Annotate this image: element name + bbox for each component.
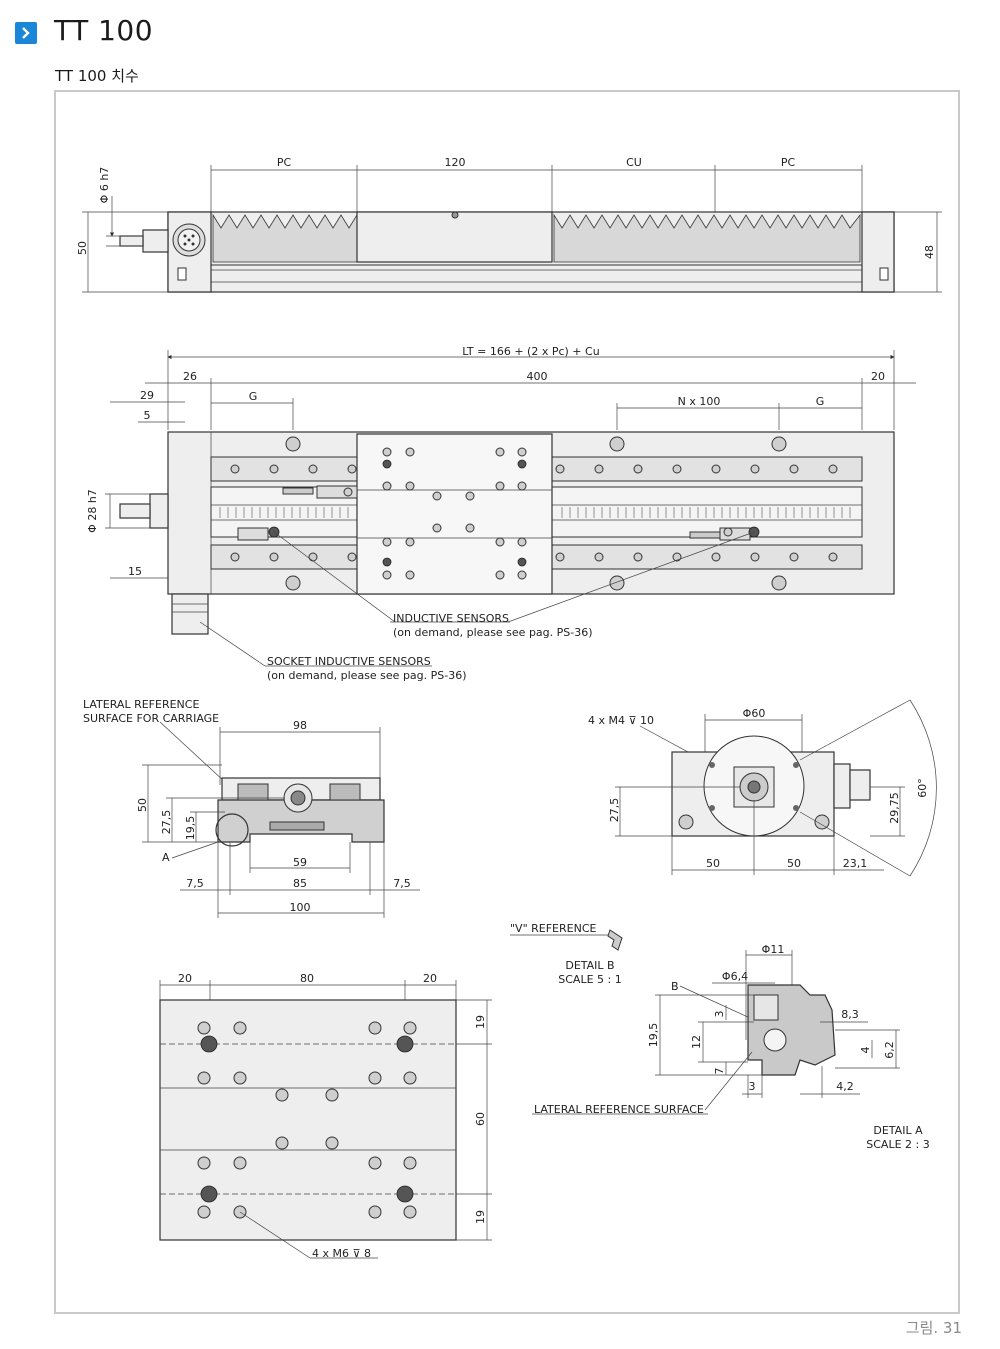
dim-5: 5 <box>144 409 151 422</box>
v-reference-label: "V" REFERENCE <box>510 922 597 935</box>
dim-27-5: 27,5 <box>160 810 173 835</box>
detail-b-scale: SCALE 5 : 1 <box>558 973 621 986</box>
dim-7-5-right: 7,5 <box>393 877 411 890</box>
end-view: 4 x M4 ⊽ 10 Φ60 27,5 29,75 60° 50 50 <box>588 699 937 877</box>
dim-shaft: Φ 6 h7 <box>98 167 111 204</box>
figure-caption: 그림. 31 <box>905 1319 962 1337</box>
dim-29-75: 29,75 <box>888 792 901 824</box>
detail-b: "V" REFERENCE DETAIL B SCALE 5 : 1 <box>510 922 623 986</box>
detail-a-scale: SCALE 2 : 3 <box>866 1138 929 1151</box>
sensors-label-1: INDUCTIVE SENSORS <box>393 612 509 625</box>
carriage-view: 20 80 20 19 60 19 4 x M6 ⊽ 8 <box>159 972 492 1260</box>
dim-20-left: 20 <box>178 972 192 985</box>
dim-29: 29 <box>140 389 154 402</box>
dim-pc-left: PC <box>277 156 292 169</box>
dim-60-carriage: 60 <box>474 1112 487 1126</box>
dim-26: 26 <box>183 370 197 383</box>
dim-27-5-end: 27,5 <box>608 798 621 823</box>
section-view: LATERAL REFERENCE SURFACE FOR CARRIAGE 9… <box>83 698 420 918</box>
socket-label-1: SOCKET INDUCTIVE SENSORS <box>267 655 431 668</box>
detail-b-title: DETAIL B <box>565 959 614 972</box>
dim-m6: 4 x M6 ⊽ 8 <box>312 1247 371 1260</box>
dim-50-a: 50 <box>706 857 720 870</box>
drawing-frame <box>54 90 960 1314</box>
dim-19-5: 19,5 <box>184 816 197 841</box>
socket-label-2: (on demand, please see pag. PS-36) <box>267 669 467 682</box>
lateral-ref-surface-label: LATERAL REFERENCE SURFACE <box>534 1103 704 1116</box>
dim-11: Φ11 <box>762 943 785 956</box>
dim-3: 3 <box>713 1011 726 1018</box>
dim-50-b: 50 <box>787 857 801 870</box>
dim-23-1: 23,1 <box>843 857 868 870</box>
dim-400: 400 <box>527 370 548 383</box>
dim-50: 50 <box>136 798 149 812</box>
dim-60-dia: Φ60 <box>743 707 766 720</box>
dim-total-length: LT = 166 + (2 x Pc) + Cu <box>462 345 599 358</box>
label-a: A <box>162 851 170 864</box>
dim-19-5-detail: 19,5 <box>647 1023 660 1048</box>
dim-15: 15 <box>128 565 142 578</box>
dim-20-right: 20 <box>423 972 437 985</box>
dim-100: 100 <box>290 901 311 914</box>
dim-7: 7 <box>713 1068 726 1075</box>
dim-6-2: 6,2 <box>883 1041 896 1059</box>
dim-m4: 4 x M4 ⊽ 10 <box>588 714 654 727</box>
detail-a: B Φ11 Φ6,4 19,5 3 12 7 3 8,3 4 6,2 <box>532 943 930 1151</box>
dim-12: 12 <box>690 1035 703 1049</box>
dim-g-right: G <box>816 395 825 408</box>
chevron-right-icon <box>15 22 37 44</box>
dim-19-bottom: 19 <box>474 1210 487 1224</box>
dim-4-2: 4,2 <box>836 1080 854 1093</box>
dim-height-right: 48 <box>923 245 936 259</box>
page-title: TT 100 <box>54 14 154 47</box>
dim-98: 98 <box>293 719 307 732</box>
dim-80: 80 <box>300 972 314 985</box>
dim-pc-right: PC <box>781 156 796 169</box>
dim-8-3: 8,3 <box>841 1008 859 1021</box>
dim-n-x-100: N x 100 <box>678 395 721 408</box>
dim-7-5-left: 7,5 <box>186 877 204 890</box>
section-subtitle: TT 100 치수 <box>55 67 139 85</box>
dim-height-left: 50 <box>76 241 89 255</box>
dim-28h7: Φ 28 h7 <box>86 489 99 533</box>
dim-cu: CU <box>626 156 642 169</box>
dim-g-left: G <box>249 390 258 403</box>
dim-120: 120 <box>445 156 466 169</box>
dim-4: 4 <box>859 1047 872 1054</box>
dim-59: 59 <box>293 856 307 869</box>
dim-3-b: 3 <box>749 1080 756 1093</box>
dim-6-4: Φ6,4 <box>722 970 748 983</box>
dim-20: 20 <box>871 370 885 383</box>
lateral-ref-label-1: LATERAL REFERENCE <box>83 698 199 711</box>
sensors-label-2: (on demand, please see pag. PS-36) <box>393 626 593 639</box>
dim-19-top: 19 <box>474 1015 487 1029</box>
top-view: LT = 166 + (2 x Pc) + Cu 26 400 20 29 5 … <box>86 345 916 682</box>
label-b: B <box>671 980 679 993</box>
lateral-ref-label-2: SURFACE FOR CARRIAGE <box>83 712 219 725</box>
dim-60-deg: 60° <box>916 778 929 798</box>
dim-85: 85 <box>293 877 307 890</box>
detail-a-title: DETAIL A <box>873 1124 923 1137</box>
side-view: PC 120 CU PC 50 Φ 6 h7 <box>76 156 942 293</box>
